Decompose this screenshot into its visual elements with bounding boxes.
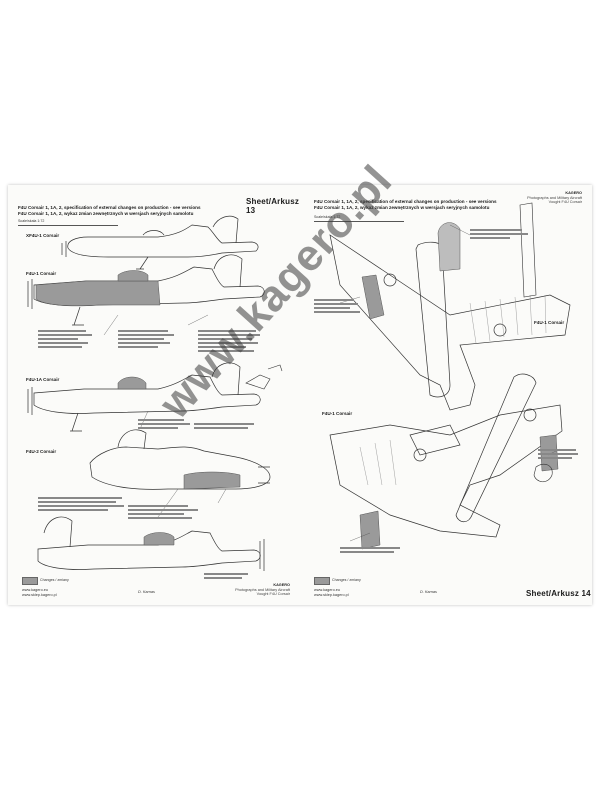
- right-variant-label-top: F4U-1 Corsair: [534, 320, 565, 325]
- right-publisher-name: KAGERO: [565, 191, 582, 195]
- right-spec-notes-4: [340, 545, 410, 555]
- left-publisher-block: KAGERO Photographs and Military Aircraft…: [230, 583, 290, 597]
- spec-notes-block-2: [118, 328, 178, 350]
- right-publisher-block: KAGERO Photographs and Military Aircraft…: [506, 191, 582, 205]
- legend-changes-swatch: [22, 577, 38, 585]
- right-footer-url-1: www.kagero.eu: [314, 588, 340, 592]
- right-publisher-line2: Vought F4U Corsair: [548, 200, 582, 205]
- right-credit: D. Karnas: [420, 590, 437, 594]
- right-footer-url-2: www.sklep.kagero.pl: [314, 593, 349, 597]
- spec-notes-block-4: [138, 417, 198, 431]
- spec-notes-block-8: [204, 571, 254, 581]
- spec-notes-block-7: [128, 503, 208, 521]
- right-spec-notes-2: [314, 297, 364, 315]
- left-credit: D. Karnas: [138, 590, 155, 594]
- left-publisher-line2: Vought F4U Corsair: [256, 592, 290, 597]
- right-heading-en: F4U Corsair 1, 1A, 2, specification of e…: [314, 199, 497, 204]
- right-spec-notes-1: [470, 227, 530, 241]
- left-heading-pl: F4U Corsair 1, 1A, 2, wykaz zmian zewnęt…: [18, 211, 194, 216]
- right-sheet-title: Sheet/Arkusz 14: [526, 589, 591, 598]
- right-legend-changes-label: Changes / zmiany: [332, 578, 361, 582]
- variant-label-f4u-2: F4U-2 Corsair: [26, 449, 57, 454]
- right-scale-label: Scale/skala 1:72: [314, 215, 341, 219]
- right-spec-notes-3: [538, 447, 584, 461]
- left-publisher-name: KAGERO: [273, 583, 290, 587]
- spec-notes-block-5: [194, 421, 264, 431]
- left-scale-label: Scale/skala 1:72: [18, 219, 45, 223]
- left-heading-en: F4U Corsair 1, 1A, 2, specification of e…: [18, 205, 201, 210]
- right-aircraft-planviews: [329, 202, 571, 550]
- variant-label-f4u-1: F4U-1 Corsair: [26, 271, 57, 276]
- spec-notes-block-1: [38, 328, 98, 350]
- right-page: F4U Corsair 1, 1A, 2, specification of e…: [300, 185, 592, 605]
- variant-label-f4u-1a: F4U-1A Corsair: [26, 377, 60, 382]
- legend-changes-label: Changes / zmiany: [40, 578, 69, 582]
- right-publisher-line1: Photographs and Military Aircraft: [527, 195, 582, 200]
- spec-notes-block-6: [38, 495, 128, 513]
- left-publisher-line1: Photographs and Military Aircraft: [235, 587, 290, 592]
- left-aircraft-profiles: [27, 215, 283, 571]
- left-sheet-title: Sheet/Arkusz 13: [246, 197, 300, 215]
- right-heading-pl: F4U Corsair 1, 1A, 2, wykaz zmian zewnęt…: [314, 205, 490, 210]
- right-legend-changes-swatch: [314, 577, 330, 585]
- left-page: Sheet/Arkusz 13 F4U Corsair 1, 1A, 2, sp…: [8, 185, 301, 605]
- right-variant-label-bottom: F4U-1 Corsair: [322, 411, 353, 416]
- left-scale-ruler: [18, 225, 118, 230]
- left-footer-url-2: www.sklep.kagero.pl: [22, 593, 57, 597]
- right-scale-ruler: [314, 221, 404, 226]
- variant-label-xf4u-1: XF4U-1 Corsair: [26, 233, 60, 238]
- spec-notes-block-3: [198, 328, 268, 354]
- book-spread: Sheet/Arkusz 13 F4U Corsair 1, 1A, 2, sp…: [8, 185, 592, 605]
- left-footer-url-1: www.kagero.eu: [22, 588, 48, 592]
